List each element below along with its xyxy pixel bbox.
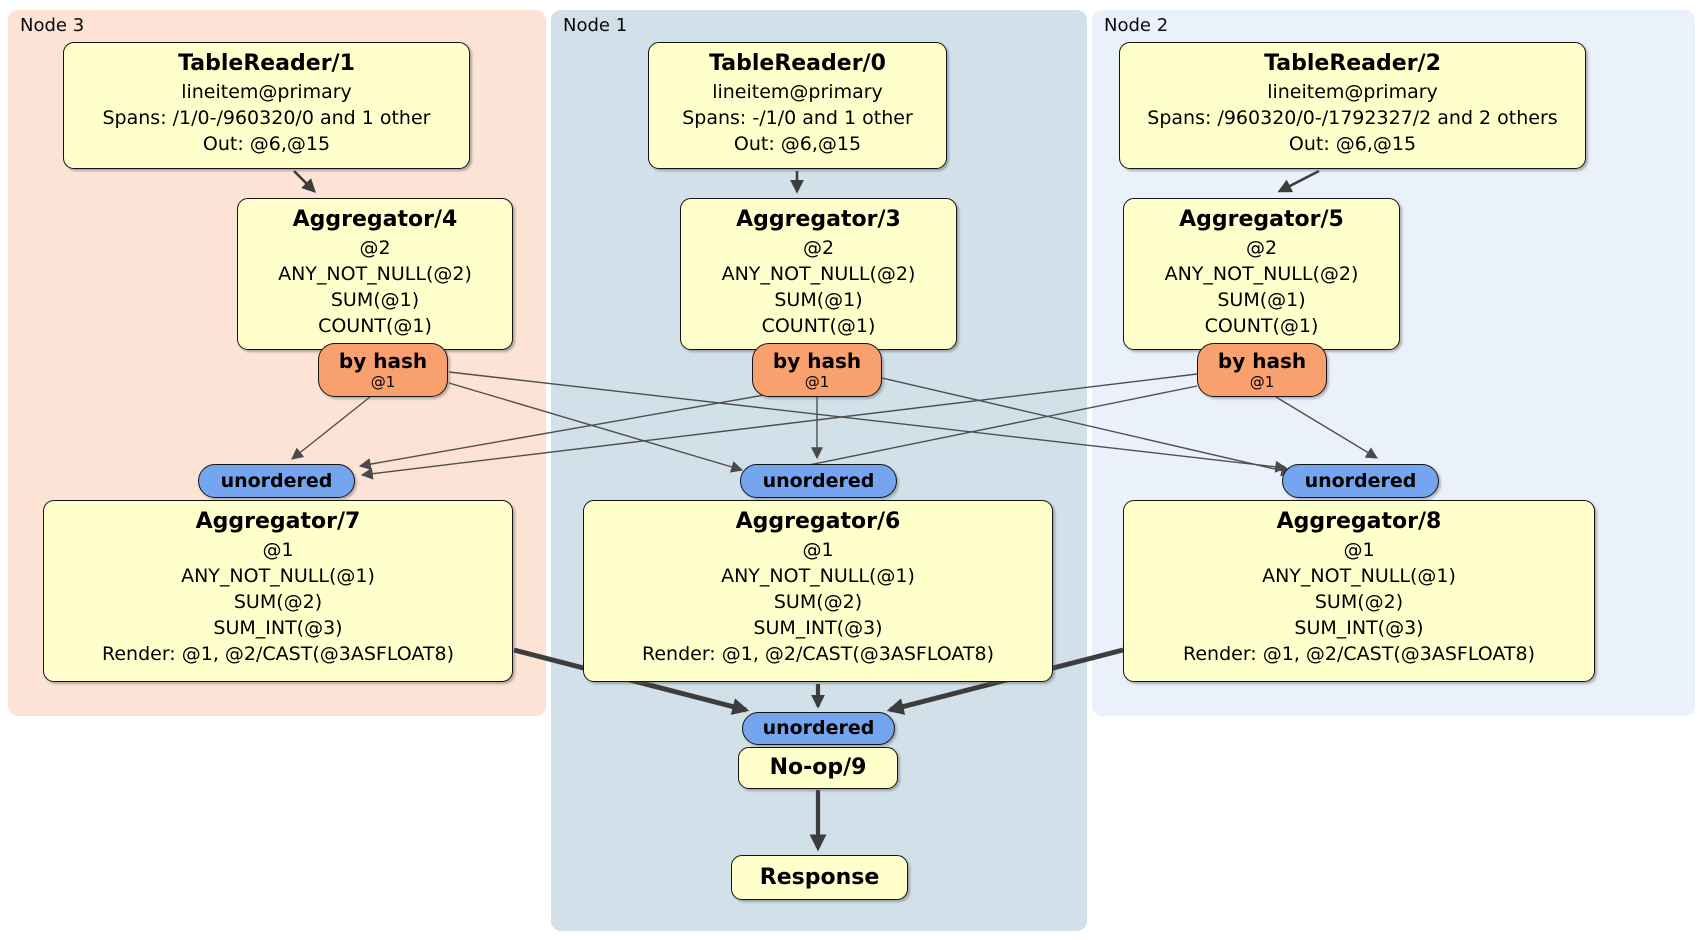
processor-detail: ANY_NOT_NULL(@1) (721, 565, 915, 587)
sync-label: unordered (762, 469, 875, 492)
processor-noop-9: No-op/9 (738, 747, 898, 789)
processor-detail: SUM_INT(@3) (753, 617, 883, 639)
processor-tablereader-0: TableReader/0 lineitem@primary Spans: -/… (648, 42, 947, 169)
processor-detail: Spans: /960320/0-/1792327/2 and 2 others (1147, 107, 1558, 129)
router-detail: @1 (1249, 372, 1275, 391)
processor-detail: COUNT(@1) (318, 315, 432, 337)
sync-unordered-6: unordered (740, 464, 897, 498)
processor-title: No-op/9 (769, 755, 867, 780)
processor-detail: ANY_NOT_NULL(@2) (721, 263, 916, 285)
processor-detail: Spans: /1/0-/960320/0 and 1 other (102, 107, 431, 129)
processor-aggregator-5: Aggregator/5 @2 ANY_NOT_NULL(@2) SUM(@1)… (1123, 198, 1400, 350)
processor-aggregator-7: Aggregator/7 @1 ANY_NOT_NULL(@1) SUM(@2)… (43, 500, 513, 682)
processor-detail: @1 (262, 539, 294, 561)
processor-detail: SUM_INT(@3) (213, 617, 343, 639)
processor-detail: @2 (1245, 237, 1278, 259)
processor-detail: lineitem@primary (181, 81, 352, 103)
processor-detail: SUM(@1) (330, 289, 420, 311)
processor-tablereader-1: TableReader/1 lineitem@primary Spans: /1… (63, 42, 470, 169)
router-label: by hash (338, 348, 428, 373)
processor-detail: ANY_NOT_NULL(@1) (181, 565, 375, 587)
processor-title: TableReader/1 (178, 51, 355, 76)
processor-detail: Out: @6,@15 (1288, 133, 1417, 155)
processor-title: Response (759, 864, 880, 890)
processor-detail: Out: @6,@15 (733, 133, 862, 155)
processor-detail: Spans: -/1/0 and 1 other (682, 107, 913, 129)
router-detail: @1 (804, 372, 830, 391)
processor-detail: COUNT(@1) (761, 315, 876, 337)
sync-unordered-7: unordered (198, 464, 355, 498)
processor-response: Response (731, 855, 908, 900)
router-by-hash-3: by hash @1 (752, 343, 882, 397)
sync-unordered-8: unordered (1282, 464, 1439, 498)
processor-detail: @2 (802, 237, 835, 259)
region-label-node-3: Node 3 (20, 15, 85, 36)
processor-detail: Render: @1, @2/CAST(@3ASFLOAT8) (1183, 643, 1535, 665)
processor-detail: @1 (802, 539, 834, 561)
processor-detail: Out: @6,@15 (202, 133, 331, 155)
processor-detail: COUNT(@1) (1204, 315, 1319, 337)
processor-detail: SUM(@1) (1217, 289, 1306, 311)
processor-aggregator-6: Aggregator/6 @1 ANY_NOT_NULL(@1) SUM(@2)… (583, 500, 1053, 682)
processor-detail: SUM(@2) (233, 591, 323, 613)
processor-aggregator-4: Aggregator/4 @2 ANY_NOT_NULL(@2) SUM(@1)… (237, 198, 513, 350)
router-by-hash-4: by hash @1 (318, 343, 448, 397)
processor-title: Aggregator/5 (1179, 207, 1344, 232)
processor-detail: Render: @1, @2/CAST(@3ASFLOAT8) (102, 643, 454, 665)
processor-detail: ANY_NOT_NULL(@2) (1164, 263, 1359, 285)
processor-title: Aggregator/8 (1276, 509, 1442, 534)
processor-detail: lineitem@primary (1267, 81, 1438, 103)
processor-tablereader-2: TableReader/2 lineitem@primary Spans: /9… (1119, 42, 1586, 169)
router-label: by hash (1217, 348, 1307, 373)
processor-title: Aggregator/3 (736, 207, 901, 232)
router-by-hash-5: by hash @1 (1197, 343, 1327, 397)
processor-title: TableReader/2 (1264, 51, 1441, 76)
region-label-node-2: Node 2 (1104, 15, 1169, 36)
sync-label: unordered (1304, 469, 1417, 492)
processor-aggregator-8: Aggregator/8 @1 ANY_NOT_NULL(@1) SUM(@2)… (1123, 500, 1595, 682)
processor-detail: lineitem@primary (712, 81, 883, 103)
processor-title: Aggregator/4 (292, 207, 458, 232)
router-label: by hash (772, 348, 862, 373)
sync-label: unordered (762, 717, 875, 739)
processor-detail: SUM(@2) (1314, 591, 1404, 613)
processor-detail: SUM_INT(@3) (1294, 617, 1424, 639)
processor-title: Aggregator/7 (195, 509, 361, 534)
sync-label: unordered (220, 469, 333, 492)
processor-detail: @1 (1343, 539, 1375, 561)
router-detail: @1 (370, 372, 396, 391)
processor-detail: ANY_NOT_NULL(@2) (278, 263, 472, 285)
processor-aggregator-3: Aggregator/3 @2 ANY_NOT_NULL(@2) SUM(@1)… (680, 198, 957, 350)
processor-detail: SUM(@1) (774, 289, 863, 311)
processor-detail: ANY_NOT_NULL(@1) (1262, 565, 1456, 587)
region-label-node-1: Node 1 (563, 15, 628, 36)
processor-detail: Render: @1, @2/CAST(@3ASFLOAT8) (642, 643, 994, 665)
processor-title: Aggregator/6 (735, 509, 901, 534)
processor-title: TableReader/0 (709, 51, 886, 76)
processor-detail: SUM(@2) (773, 591, 863, 613)
sync-unordered-9: unordered (742, 712, 895, 745)
processor-detail: @2 (359, 237, 391, 259)
